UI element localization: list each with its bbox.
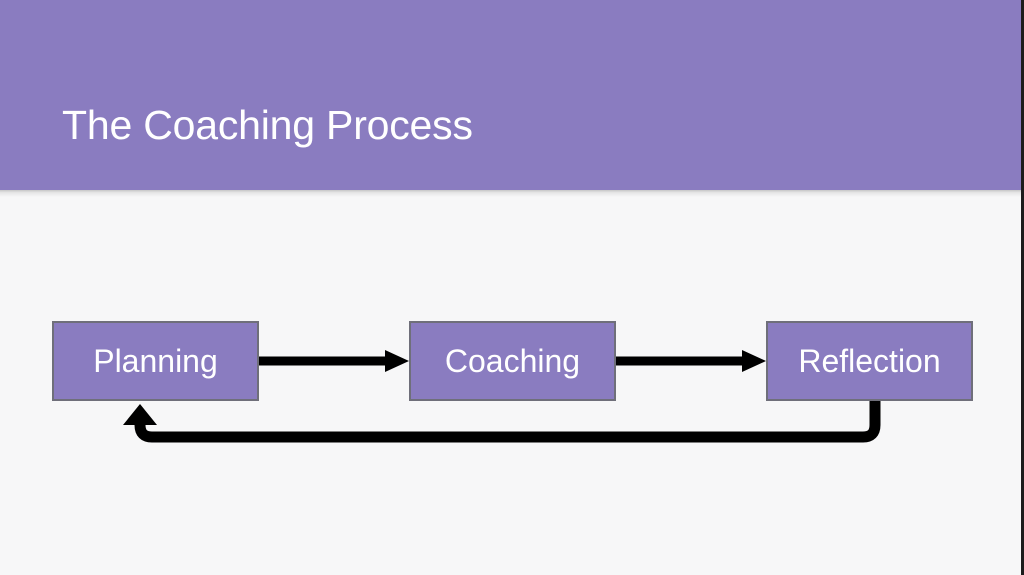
loop-connector-line [134, 401, 881, 443]
arrowhead-icon [123, 404, 157, 425]
title-banner [0, 0, 1021, 190]
connector-coaching-to-reflection [616, 350, 766, 372]
title-banner-shadow [0, 190, 1021, 197]
process-node-coaching[interactable]: Coaching [409, 321, 616, 401]
process-node-label: Planning [93, 343, 218, 379]
arrowhead-icon [742, 350, 766, 372]
connector-planning-to-coaching [259, 350, 409, 372]
process-node-planning[interactable]: Planning [52, 321, 259, 401]
connector-reflection-to-planning-loop [123, 401, 881, 443]
canvas-right-edge [1021, 0, 1024, 575]
process-node-reflection[interactable]: Reflection [766, 321, 973, 401]
page-title: The Coaching Process [62, 102, 473, 148]
arrowhead-icon [385, 350, 409, 372]
process-node-label: Reflection [798, 343, 941, 379]
process-node-label: Coaching [444, 343, 581, 379]
